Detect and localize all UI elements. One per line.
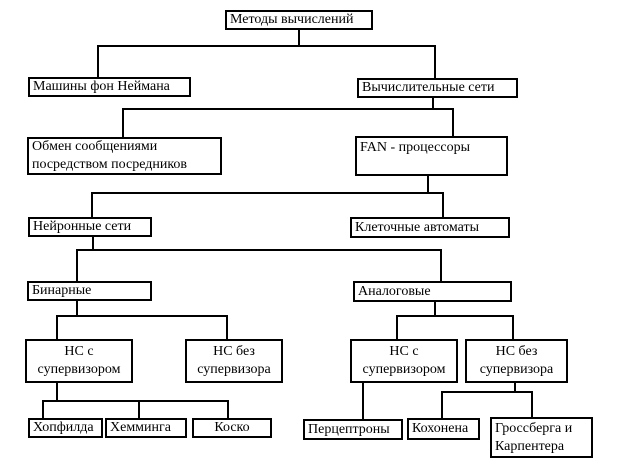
- node-binary: Бинарные: [27, 281, 152, 301]
- connector-rail-level5: [76, 249, 442, 251]
- connector-nn-unsupervised-right-stem: [514, 383, 516, 393]
- connector-rail-unsupervised-right-children: [441, 391, 533, 393]
- connector-analog-stem: [434, 302, 436, 317]
- connector-drop-nn-unsupervised-left: [226, 315, 228, 339]
- connector-drop-kohonen: [441, 391, 443, 418]
- node-nn-supervised-right: НС с супервизором: [350, 339, 458, 383]
- connector-drop-nn-supervised-right: [396, 315, 398, 339]
- connector-drop-nn-supervised-left: [56, 315, 58, 339]
- connector-rail-binary-children: [56, 315, 228, 317]
- connector-rail-level3: [122, 108, 454, 110]
- node-nn-supervised-left: НС с супервизором: [25, 339, 133, 383]
- node-von-neumann: Машины фон Неймана: [28, 77, 191, 97]
- connector-nn-supervised-left-stem: [56, 383, 58, 402]
- node-nn-unsupervised-left: НС без супервизора: [185, 339, 283, 383]
- node-grossberg-carpenter: Гроссберга и Карпентера: [490, 417, 593, 458]
- connector-drop-fan: [452, 108, 454, 136]
- connector-drop-grossberg: [531, 391, 533, 417]
- connector-binary-stem: [76, 301, 78, 317]
- connector-drop-cellular: [442, 192, 444, 217]
- node-message-exchange: Обмен сообщениями посредством посреднико…: [27, 137, 222, 175]
- node-analog: Аналоговые: [353, 281, 512, 302]
- node-kosko: Коско: [192, 418, 272, 438]
- connector-networks-stem: [432, 98, 434, 110]
- node-cellular-automata: Клеточные автоматы: [350, 217, 510, 238]
- connector-rail-level4: [91, 192, 444, 194]
- connector-drop-von-neumann: [97, 45, 99, 77]
- connector-drop-hopfield: [42, 400, 44, 418]
- connector-neural-stem: [92, 237, 94, 251]
- connector-drop-kosko: [227, 400, 229, 418]
- connector-rail-supervised-left-children: [42, 400, 229, 402]
- node-hopfield: Хопфилда: [28, 418, 103, 438]
- connector-drop-hamming: [138, 400, 140, 418]
- connector-root-stem: [298, 30, 300, 47]
- node-computing-networks: Вычислительные сети: [357, 78, 518, 98]
- connector-drop-analog: [440, 249, 442, 281]
- node-hamming: Хемминга: [105, 418, 187, 438]
- node-kohonen: Кохонена: [407, 418, 480, 440]
- connector-drop-neural: [91, 192, 93, 217]
- node-neural-networks: Нейронные сети: [28, 217, 152, 237]
- node-nn-unsupervised-right: НС без супервизора: [465, 339, 568, 383]
- connector-rail-level2: [97, 45, 436, 47]
- connector-drop-binary: [76, 249, 78, 281]
- connector-fan-stem: [427, 176, 429, 194]
- connector-drop-perceptrons: [362, 383, 364, 419]
- node-perceptrons: Перцептроны: [303, 419, 403, 440]
- node-fan-processors: FAN - процессоры: [355, 136, 508, 176]
- connector-rail-analog-children: [396, 315, 514, 317]
- connector-drop-messaging: [122, 108, 124, 137]
- node-root: Методы вычислений: [225, 10, 373, 30]
- connector-drop-networks: [434, 45, 436, 78]
- connector-drop-nn-unsupervised-right: [512, 315, 514, 339]
